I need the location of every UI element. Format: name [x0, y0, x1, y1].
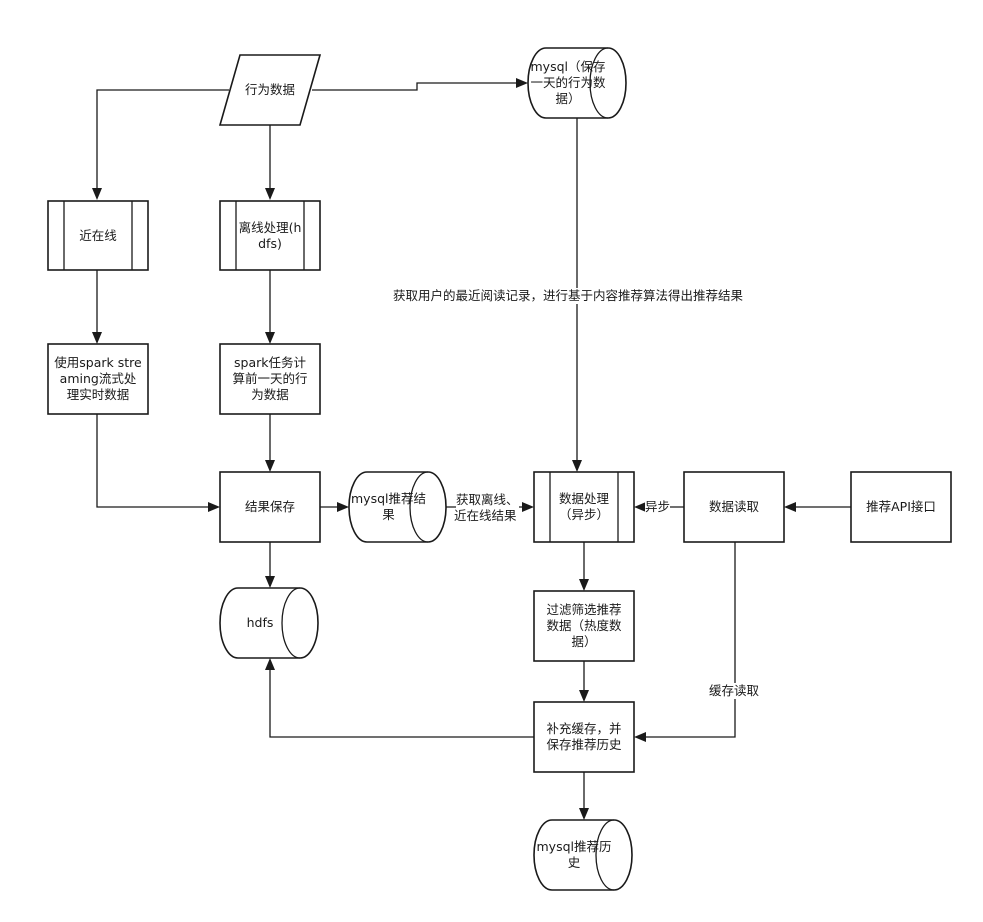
save-result-box[interactable] [219, 471, 321, 543]
arrowhead [634, 732, 646, 742]
offline-process[interactable] [219, 200, 321, 271]
edges [92, 78, 851, 820]
filter-box[interactable] [533, 590, 635, 662]
arrowhead [265, 658, 275, 670]
arrowhead [572, 460, 582, 472]
nearline-process[interactable] [47, 200, 149, 271]
data-process-label: 数据处理（异步） [558, 491, 609, 522]
behavior-data-parallelogram[interactable] [218, 54, 322, 126]
arrowhead [579, 690, 589, 702]
arrowhead [265, 460, 275, 472]
mysql-behavior-label: mysql（保存一天的行为数据） [530, 59, 606, 106]
api-box[interactable] [850, 471, 952, 543]
edge-supplement-to-hdfs [269, 666, 534, 738]
mysql-history-label: mysql推荐历史 [536, 839, 612, 870]
async-edge-label: 异步 [645, 499, 671, 515]
arrowhead [579, 579, 589, 591]
mysql-history-cylinder[interactable] [533, 819, 633, 891]
arrowhead [265, 576, 275, 588]
streaming-box[interactable] [47, 343, 149, 415]
arrowhead [579, 808, 589, 820]
fetch-results-edge-label-line2: 近在线结果 [454, 508, 517, 524]
streaming-label: 使用spark streaming流式处理实时数据 [54, 355, 142, 402]
hdfs-label: hdfs [246, 615, 274, 630]
cache-read-edge-label: 缓存读取 [708, 683, 761, 699]
spark-task-label: spark任务计算前一天的行为数据 [232, 355, 308, 402]
edge-behavior-to-mysql-behavior [312, 82, 520, 91]
arrowhead [208, 502, 220, 512]
arrowhead [265, 188, 275, 200]
mysql-behavior-cylinder[interactable] [527, 47, 627, 119]
save-result-label: 结果保存 [244, 499, 295, 514]
arrowhead [634, 502, 646, 512]
nearline-label: 近在线 [79, 227, 117, 243]
spark-task-box[interactable] [219, 343, 321, 415]
supplement-box[interactable] [533, 701, 635, 773]
data-read-label: 数据读取 [708, 499, 759, 514]
arrowhead [265, 332, 275, 344]
edge-behavior-to-nearline [96, 89, 229, 192]
arrowhead [92, 332, 102, 344]
behavior-data-label: 行为数据 [244, 82, 295, 97]
hdfs-cylinder[interactable] [219, 587, 319, 659]
api-label: 推荐API接口 [866, 499, 936, 514]
fetch-results-edge-label-line1: 获取离线、 [456, 492, 519, 508]
mysql-result-cylinder[interactable] [348, 471, 447, 543]
arrowhead [522, 502, 534, 512]
arrowhead [337, 502, 349, 512]
filter-label: 过滤筛选推荐数据（热度数据） [546, 602, 622, 649]
data-process-process[interactable] [533, 471, 635, 543]
arrowhead [92, 188, 102, 200]
offline-label: 离线处理(hdfs) [238, 219, 302, 251]
data-read-box[interactable] [683, 471, 785, 543]
supplement-label: 补充缓存，并保存推荐历史 [546, 721, 622, 752]
edge-data-read-to-supplement [642, 542, 736, 738]
arrowhead [516, 78, 528, 88]
edge-streaming-to-save-result [96, 414, 212, 508]
content-based-edge-label: 获取用户的最近阅读记录，进行基于内容推荐算法得出推荐结果 [392, 288, 745, 304]
mysql-result-label: mysql推荐结果 [351, 491, 426, 522]
arrowhead [784, 502, 796, 512]
nodes [47, 47, 952, 891]
